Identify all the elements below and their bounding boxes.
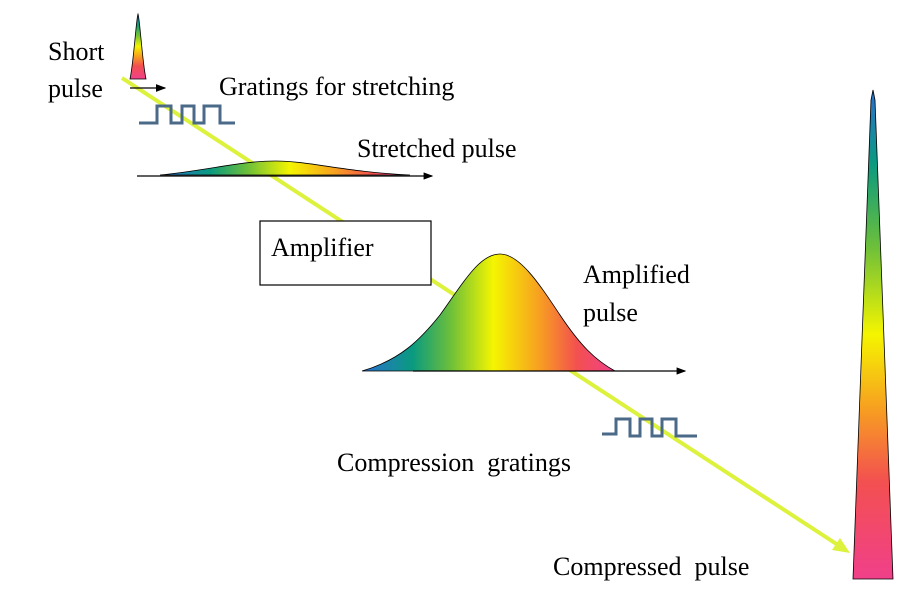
- stretched-pulse-label: Stretched pulse: [357, 134, 517, 163]
- short-pulse-label: Short: [48, 37, 105, 66]
- amplifier-label: Amplifier: [271, 233, 374, 262]
- beam-arrowhead-icon: [832, 538, 850, 553]
- stretched-pulse-shape: [159, 160, 411, 176]
- compression-gratings-label: Compression gratings: [337, 448, 571, 477]
- amplified-pulse-label: Amplified: [583, 260, 690, 289]
- gratings-stretching-label: Gratings for stretching: [219, 72, 454, 101]
- amplifier-box: [259, 220, 432, 286]
- short-pulse-shape: [129, 12, 147, 80]
- compressed-pulse-label: Compressed pulse: [553, 552, 749, 581]
- compressed-pulse-shape: [852, 89, 894, 580]
- compression-grating-icon: [602, 417, 697, 438]
- amplified-pulse-shape: [361, 253, 616, 372]
- short-pulse-label-2: pulse: [48, 74, 103, 103]
- amplified-pulse-label-2: pulse: [583, 298, 638, 327]
- stretching-grating-icon: [139, 104, 235, 125]
